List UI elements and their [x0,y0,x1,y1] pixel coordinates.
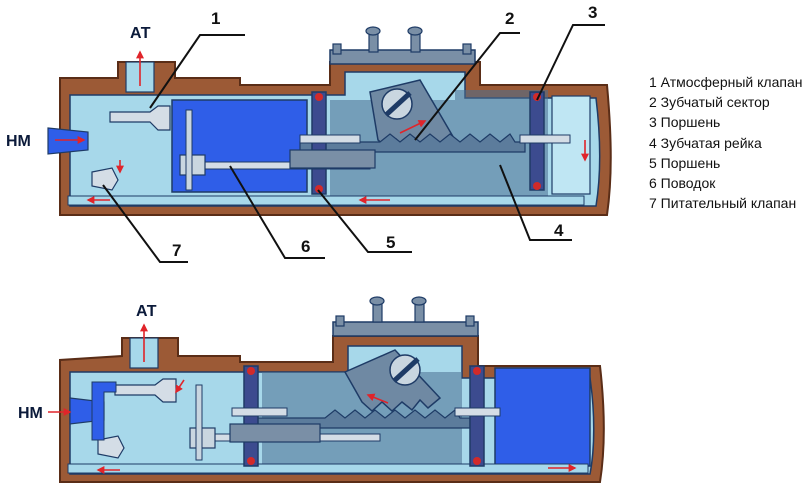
callout-3: 3 [588,3,597,22]
bottom-cover-screws [335,296,475,327]
bottom-shift-bar [229,423,321,443]
bottom-assembly [48,296,605,483]
bottom-flow-arrows [48,323,577,474]
bottom-cover [332,321,479,337]
top-atm-port-label: АТ [130,25,151,42]
top-supply-port-label: НМ [6,133,31,150]
bottom-supply-channel [91,381,117,441]
top-shift-bar [289,149,376,169]
callout-7: 7 [172,241,181,260]
bottom-return-channel [67,463,589,474]
legend-item-4: 4 Зубчатая рейка [649,134,762,151]
callout-4: 4 [554,221,564,240]
bottom-piston-rod [231,407,288,417]
callout-6: 6 [301,237,310,256]
legend-item-1: 1 Атмосферный клапан [649,74,802,90]
top-right-chamber [551,95,591,195]
legend: 1 Атмосферный клапан 2 Зубчатый сектор 3… [649,72,802,213]
callout-5: 5 [386,233,395,252]
callout-leaders [102,24,605,263]
bottom-atm-port-label: АТ [136,303,157,320]
legend-item-3: 3 Поршень [649,114,721,131]
legend-item-6: 6 Поводок [649,174,716,191]
legend-item-7: 7 Питательный клапан [649,195,797,212]
callout-1: 1 [211,9,220,28]
top-assembly [47,26,612,216]
top-supply-inlet [47,127,89,155]
top-toothed-rack [299,133,526,153]
bottom-right-pressure-chamber [494,367,591,467]
top-supply-valve [91,167,119,191]
top-cover-screws [332,26,472,55]
top-flow-arrows [55,50,589,204]
bottom-atmospheric-valve [114,378,177,403]
legend-item-5: 5 Поршень [649,154,721,171]
top-atmospheric-valve [109,105,171,131]
top-left-pressure-chamber [171,99,308,193]
top-piston-rod [299,134,361,144]
legend-item-2: 2 Зубчатый сектор [649,94,770,111]
bottom-supply-port-label: НМ [18,405,43,422]
bottom-supply-valve [97,435,125,459]
callout-2: 2 [505,9,514,28]
top-cover [329,49,476,65]
